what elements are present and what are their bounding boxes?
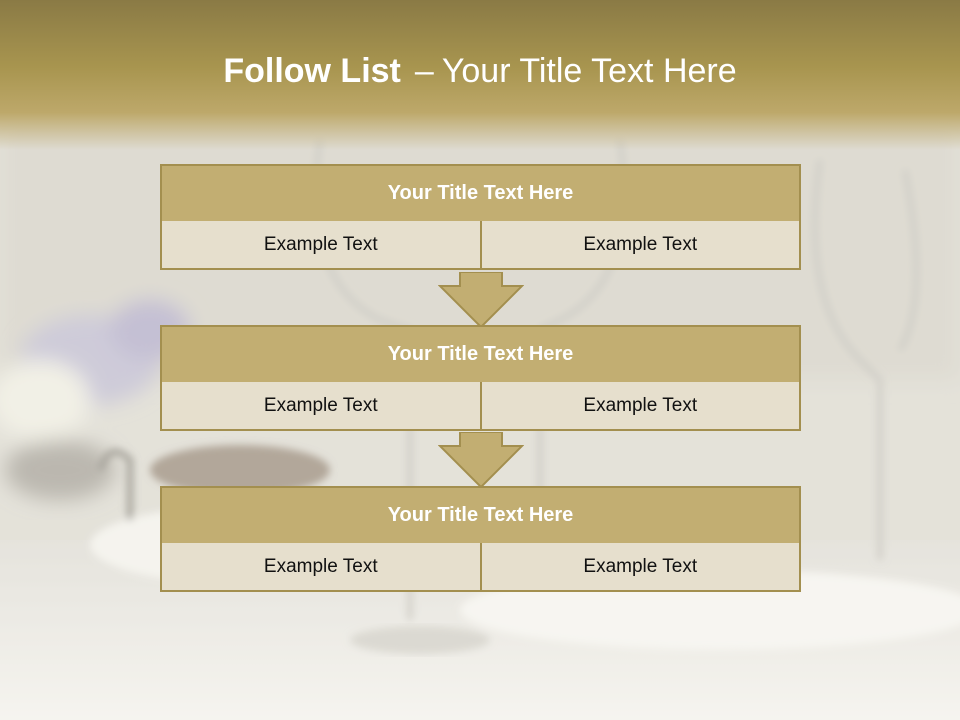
- step-cell-right: Example Text: [479, 543, 800, 590]
- page-title: Follow List–Your Title Text Here: [0, 52, 960, 91]
- step-cell-right: Example Text: [479, 382, 800, 429]
- step-cell-left: Example Text: [263, 394, 378, 416]
- down-arrow-icon: [438, 272, 524, 328]
- step-title: Your Title Text Here: [160, 486, 801, 545]
- step-block-3: Your Title Text Here Example Text Exampl…: [160, 486, 801, 592]
- step-cell-right: Example Text: [479, 221, 800, 268]
- step-block-1: Your Title Text Here Example Text Exampl…: [160, 164, 801, 270]
- step-cell-left: Example Text: [263, 233, 378, 255]
- down-arrow-icon: [438, 432, 524, 488]
- step-block-2: Your Title Text Here Example Text Exampl…: [160, 325, 801, 431]
- step-row: Example Text Example Text: [160, 543, 801, 592]
- step-title: Your Title Text Here: [160, 164, 801, 223]
- title-separator: –: [414, 52, 434, 90]
- title-rest: Your Title Text Here: [441, 52, 737, 90]
- step-row: Example Text Example Text: [160, 382, 801, 431]
- step-title: Your Title Text Here: [160, 325, 801, 384]
- title-bold-part: Follow List: [223, 52, 401, 90]
- step-cell-left: Example Text: [263, 555, 378, 577]
- step-row: Example Text Example Text: [160, 221, 801, 270]
- header-band: [0, 0, 960, 150]
